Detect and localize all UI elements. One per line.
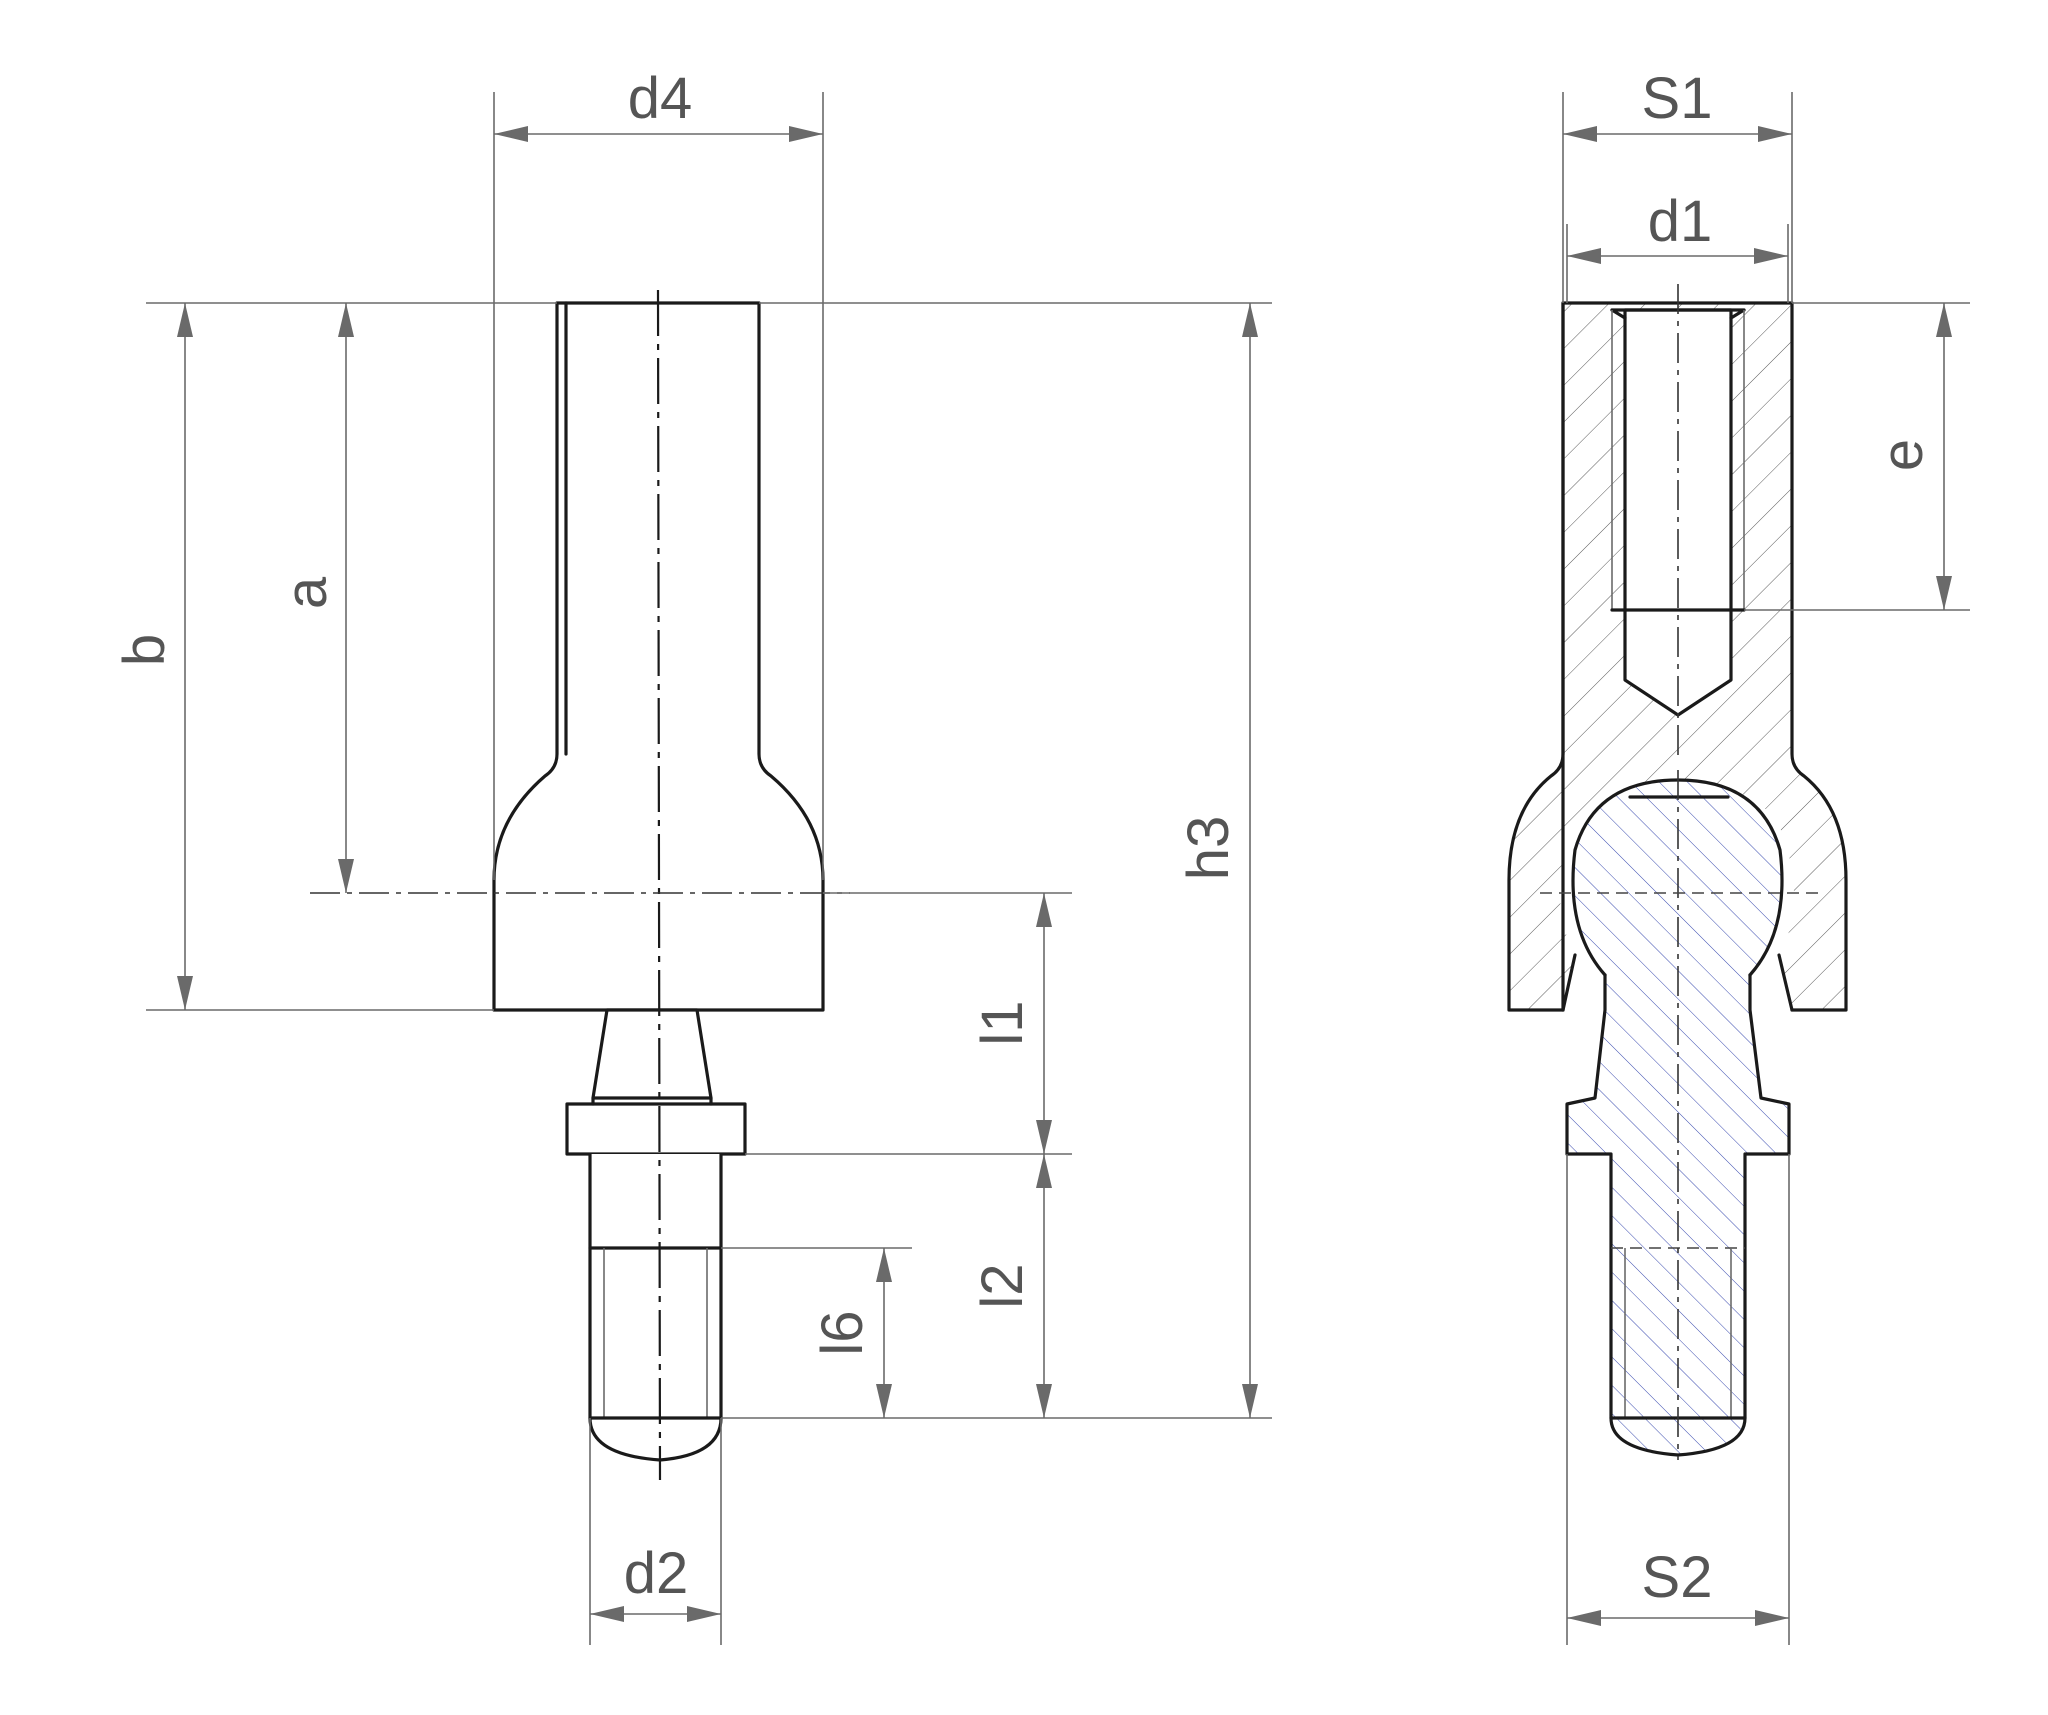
dimension-d1: d1 — [1566, 189, 1789, 303]
label-S2: S2 — [1642, 1545, 1713, 1610]
bore-chamfer-l — [1610, 308, 1627, 320]
label-d2: d2 — [624, 1541, 689, 1606]
dimension-a: a — [274, 303, 354, 893]
label-l2: l2 — [970, 1263, 1035, 1308]
dimension-S1: S1 — [1562, 66, 1793, 303]
label-a: a — [274, 576, 339, 609]
dimension-l6: l6 — [721, 1247, 912, 1418]
label-d1: d1 — [1648, 189, 1713, 254]
dimension-h3: h3 — [721, 302, 1272, 1419]
section-view — [1507, 284, 1848, 1460]
label-l1: l1 — [970, 1000, 1035, 1045]
stud-collar — [565, 1102, 747, 1156]
threaded-stud — [588, 1154, 723, 1462]
label-d4: d4 — [628, 66, 693, 131]
side-view — [310, 289, 850, 1481]
vertical-centerline — [656, 289, 662, 1481]
bore-chamfer-r — [1729, 308, 1746, 320]
dimension-e: e — [1744, 302, 1970, 611]
dimension-d2: d2 — [589, 1418, 722, 1645]
label-S1: S1 — [1642, 66, 1713, 131]
label-e: e — [1870, 439, 1935, 471]
label-b: b — [112, 634, 177, 666]
dimension-d4: d4 — [493, 66, 824, 880]
label-h3: h3 — [1176, 816, 1241, 881]
label-l6: l6 — [810, 1310, 875, 1355]
dimension-l1: l1 — [745, 892, 1072, 1155]
dimension-S2: S2 — [1566, 1154, 1790, 1645]
housing-inner-right — [1777, 953, 1794, 1012]
housing-inner-left — [1561, 953, 1577, 1012]
stud-neck — [591, 1008, 713, 1100]
dimension-l2: l2 — [970, 1154, 1052, 1418]
dimension-b: b — [112, 302, 557, 1011]
